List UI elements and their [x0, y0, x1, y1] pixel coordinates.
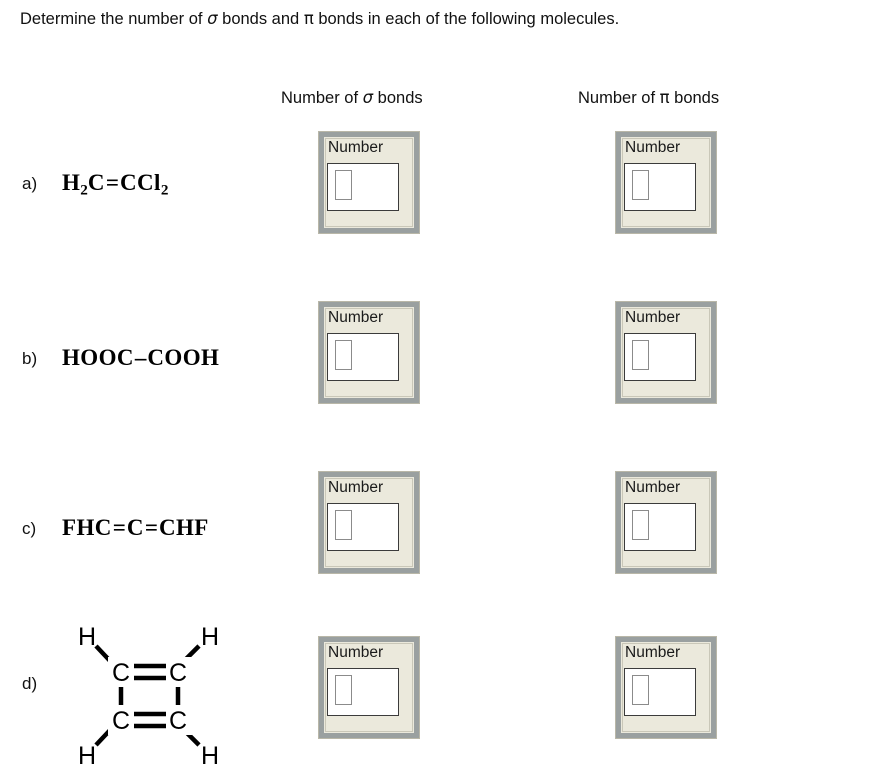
- item-letter-b: b): [22, 349, 38, 368]
- pi-number-input-a[interactable]: [624, 163, 696, 211]
- sigma-header-suffix: bonds: [373, 89, 423, 107]
- sigma-number-input-c[interactable]: [327, 503, 399, 551]
- cyclobutadiene-structure-diagram: C C C C H H H H: [60, 618, 245, 773]
- answer-box-label: Number: [625, 479, 681, 496]
- molecule-formula-c: FHC=C=CHF: [62, 515, 209, 540]
- prompt-text-after: bonds in each of the following molecules…: [313, 10, 620, 28]
- prompt-text-mid: bonds and: [217, 10, 304, 28]
- item-letter-c: c): [22, 519, 37, 538]
- atom-label-carbon-bottom-left: C: [112, 707, 130, 735]
- atom-label-carbon-bottom-right: C: [169, 707, 187, 735]
- pi-symbol: π: [303, 9, 314, 28]
- text-cursor-icon: [632, 510, 649, 540]
- sigma-number-input-a[interactable]: [327, 163, 399, 211]
- text-cursor-icon: [335, 170, 352, 200]
- atom-label-hydrogen-bottom-left: H: [78, 742, 96, 770]
- pi-answer-box-b[interactable]: Number: [615, 301, 717, 404]
- pi-answer-box-a[interactable]: Number: [615, 131, 717, 234]
- sigma-symbol: σ: [207, 9, 218, 28]
- pi-number-input-b[interactable]: [624, 333, 696, 381]
- answer-box-label: Number: [328, 644, 384, 661]
- column-header-pi-bonds: Number of π bonds: [578, 87, 719, 109]
- text-cursor-icon: [335, 675, 352, 705]
- molecule-formula-a: H2C=CCl2: [62, 170, 169, 199]
- pi-answer-box-c[interactable]: Number: [615, 471, 717, 574]
- answer-box-label: Number: [625, 644, 681, 661]
- column-header-sigma-bonds: Number of σ bonds: [281, 87, 423, 109]
- sigma-answer-box-a[interactable]: Number: [318, 131, 420, 234]
- prompt-text-before: Determine the number of: [20, 10, 208, 28]
- pi-header-prefix: Number of: [578, 89, 660, 107]
- answer-box-label: Number: [328, 309, 384, 326]
- atom-label-carbon-top-right: C: [169, 659, 187, 687]
- answer-box-label: Number: [328, 139, 384, 156]
- sigma-header-prefix: Number of: [281, 89, 363, 107]
- item-letter-d: d): [22, 674, 38, 693]
- sigma-answer-box-c[interactable]: Number: [318, 471, 420, 574]
- pi-header-symbol: π: [659, 88, 670, 107]
- text-cursor-icon: [632, 170, 649, 200]
- answer-box-label: Number: [625, 309, 681, 326]
- atom-label-carbon-top-left: C: [112, 659, 130, 687]
- sigma-answer-box-b[interactable]: Number: [318, 301, 420, 404]
- text-cursor-icon: [632, 340, 649, 370]
- text-cursor-icon: [335, 340, 352, 370]
- pi-header-suffix: bonds: [669, 89, 720, 107]
- sigma-header-symbol: σ: [362, 88, 374, 107]
- text-cursor-icon: [632, 675, 649, 705]
- atom-label-hydrogen-bottom-right: H: [201, 742, 219, 770]
- sigma-number-input-d[interactable]: [327, 668, 399, 716]
- sigma-answer-box-d[interactable]: Number: [318, 636, 420, 739]
- item-letter-a: a): [22, 174, 38, 193]
- pi-answer-box-d[interactable]: Number: [615, 636, 717, 739]
- atom-label-hydrogen-top-left: H: [78, 623, 96, 651]
- text-cursor-icon: [335, 510, 352, 540]
- molecule-formula-b: HOOC–COOH: [62, 345, 220, 370]
- pi-number-input-c[interactable]: [624, 503, 696, 551]
- sigma-number-input-b[interactable]: [327, 333, 399, 381]
- answer-box-label: Number: [328, 479, 384, 496]
- answer-box-label: Number: [625, 139, 681, 156]
- atom-label-hydrogen-top-right: H: [201, 623, 219, 651]
- pi-number-input-d[interactable]: [624, 668, 696, 716]
- page-title: Determine the number of σ bonds and π bo…: [20, 8, 619, 30]
